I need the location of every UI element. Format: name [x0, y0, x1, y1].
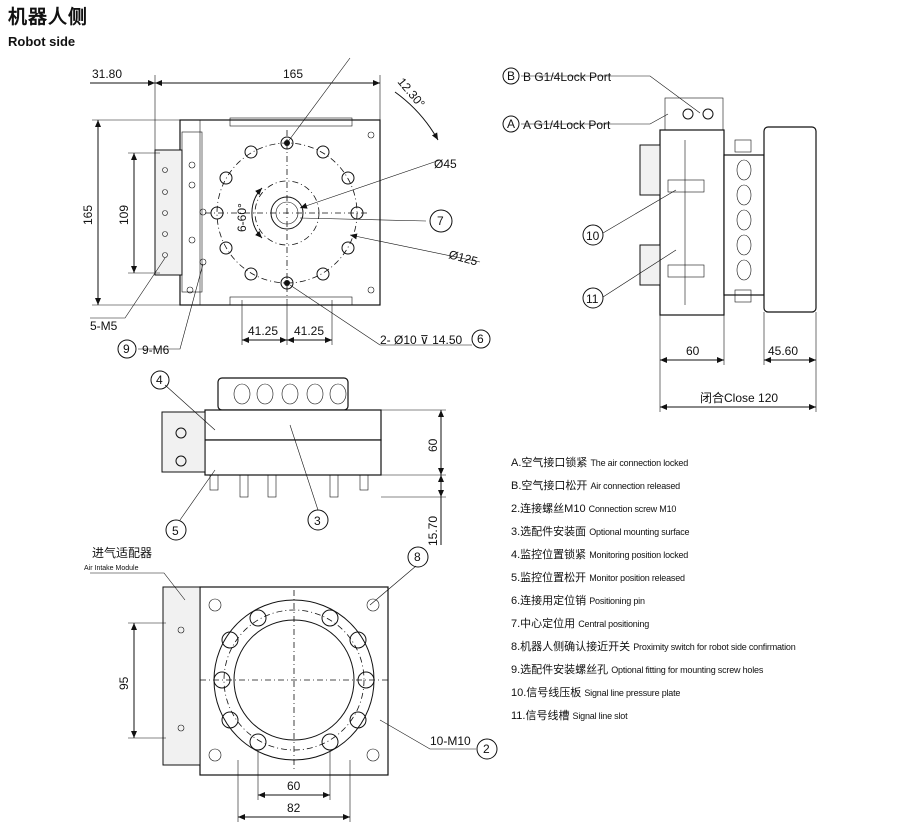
callout-2-label: 2 — [483, 742, 490, 756]
front-view: 60 15.70 4 5 3 — [150, 370, 446, 546]
dim-bottom-h95: 95 — [117, 676, 131, 690]
legend-item: 6.连接用定位销 Positioning pin — [511, 595, 645, 607]
legend-item: 9.选配件安装螺丝孔 Optional fitting for mounting… — [511, 664, 764, 676]
callout-5 — [165, 519, 187, 541]
side-view: B A B G1/4Lock Port A G1/4Lock Port 10 1… — [502, 67, 817, 412]
dim-pin: 2- Ø10 ⊽ 14.50 — [380, 333, 462, 347]
dim-bottom-w60: 60 — [287, 779, 301, 793]
page-title-cn: 机器人侧 — [8, 7, 89, 28]
label-adapter-cn: 进气适配器 — [92, 545, 152, 560]
callout-2 — [476, 738, 498, 760]
dim-half-a: 41.25 — [248, 324, 278, 338]
callout-10 — [582, 224, 604, 246]
callout-6-label: 6 — [477, 332, 484, 346]
callout-7-label: 7 — [437, 214, 444, 228]
dim-side-width: 60 — [686, 344, 700, 358]
dim-inner-height: 109 — [117, 205, 131, 225]
callout-3 — [307, 509, 329, 531]
dim-bottom-m10: 10-M10 — [430, 734, 471, 748]
legend-item: 11.信号线槽 Signal line slot — [511, 710, 628, 722]
callout-b — [502, 67, 520, 85]
callout-3-label: 3 — [314, 514, 321, 528]
callout-a — [502, 115, 520, 133]
legend-item: B.空气接口松开 Air connection released — [511, 480, 680, 492]
dim-dia45: Ø45 — [434, 157, 457, 171]
legend: A.空气接口锁紧 The air connection locked B.空气接… — [511, 452, 911, 728]
dim-side-offset: 45.60 — [768, 344, 798, 358]
callout-4-label: 4 — [156, 373, 163, 387]
dim-bottom-w82: 82 — [287, 801, 301, 815]
callout-11 — [582, 287, 604, 309]
dim-dia125: Ø125 — [447, 247, 479, 268]
dim-left-offset: 31.80 — [92, 67, 122, 81]
legend-item: 4.监控位置锁紧 Monitoring position locked — [511, 549, 689, 561]
callout-9 — [117, 339, 137, 359]
dim-m6: 9-M6 — [142, 343, 170, 357]
legend-item: A.空气接口锁紧 The air connection locked — [511, 457, 689, 469]
label-a: A — [507, 117, 515, 131]
legend-item: 10.信号线压板 Signal line pressure plate — [511, 687, 681, 699]
dim-width: 165 — [283, 67, 303, 81]
legend-item: 8.机器人侧确认接近开关 Proximity switch for robot … — [511, 641, 796, 653]
callout-10-label: 10 — [586, 229, 600, 243]
legend-item: 3.选配件安装面 Optional mounting surface — [511, 526, 690, 538]
top-view: 31.80 165 12.30° Ø45 165 109 Ø125 6-60° … — [81, 57, 491, 359]
label-b: B — [507, 69, 515, 83]
callout-9-label: 9 — [123, 342, 130, 356]
legend-item: 5.监控位置松开 Monitor position released — [511, 572, 685, 584]
callout-4 — [150, 370, 170, 390]
callout-8 — [407, 546, 429, 568]
dim-angle6: 6-60° — [235, 203, 249, 232]
callout-6 — [471, 329, 491, 349]
legend-item: 7.中心定位用 Central positioning — [511, 618, 649, 630]
dim-front-bottom: 15.70 — [426, 516, 440, 546]
callout-7 — [429, 209, 453, 233]
bottom-view: 进气适配器 Air Intake Module 95 60 82 10-M10 … — [84, 545, 498, 822]
label-b-port: B G1/4Lock Port — [523, 70, 612, 84]
dim-front-height: 60 — [426, 438, 440, 452]
callout-5-label: 5 — [172, 524, 179, 538]
page-title-en: Robot side — [8, 34, 76, 49]
dim-m5: 5-M5 — [90, 319, 118, 333]
dim-close: 闭合Close 120 — [700, 390, 778, 405]
label-a-port: A G1/4Lock Port — [523, 118, 611, 132]
callout-8-label: 8 — [414, 550, 421, 564]
label-adapter-en: Air Intake Module — [84, 565, 139, 572]
dim-height: 165 — [81, 205, 95, 225]
callout-11-label: 11 — [586, 292, 599, 306]
dim-half-b: 41.25 — [294, 324, 324, 338]
legend-item: 2.连接螺丝M10 Connection screw M10 — [511, 503, 677, 515]
m10-bolt-holes — [213, 609, 375, 751]
